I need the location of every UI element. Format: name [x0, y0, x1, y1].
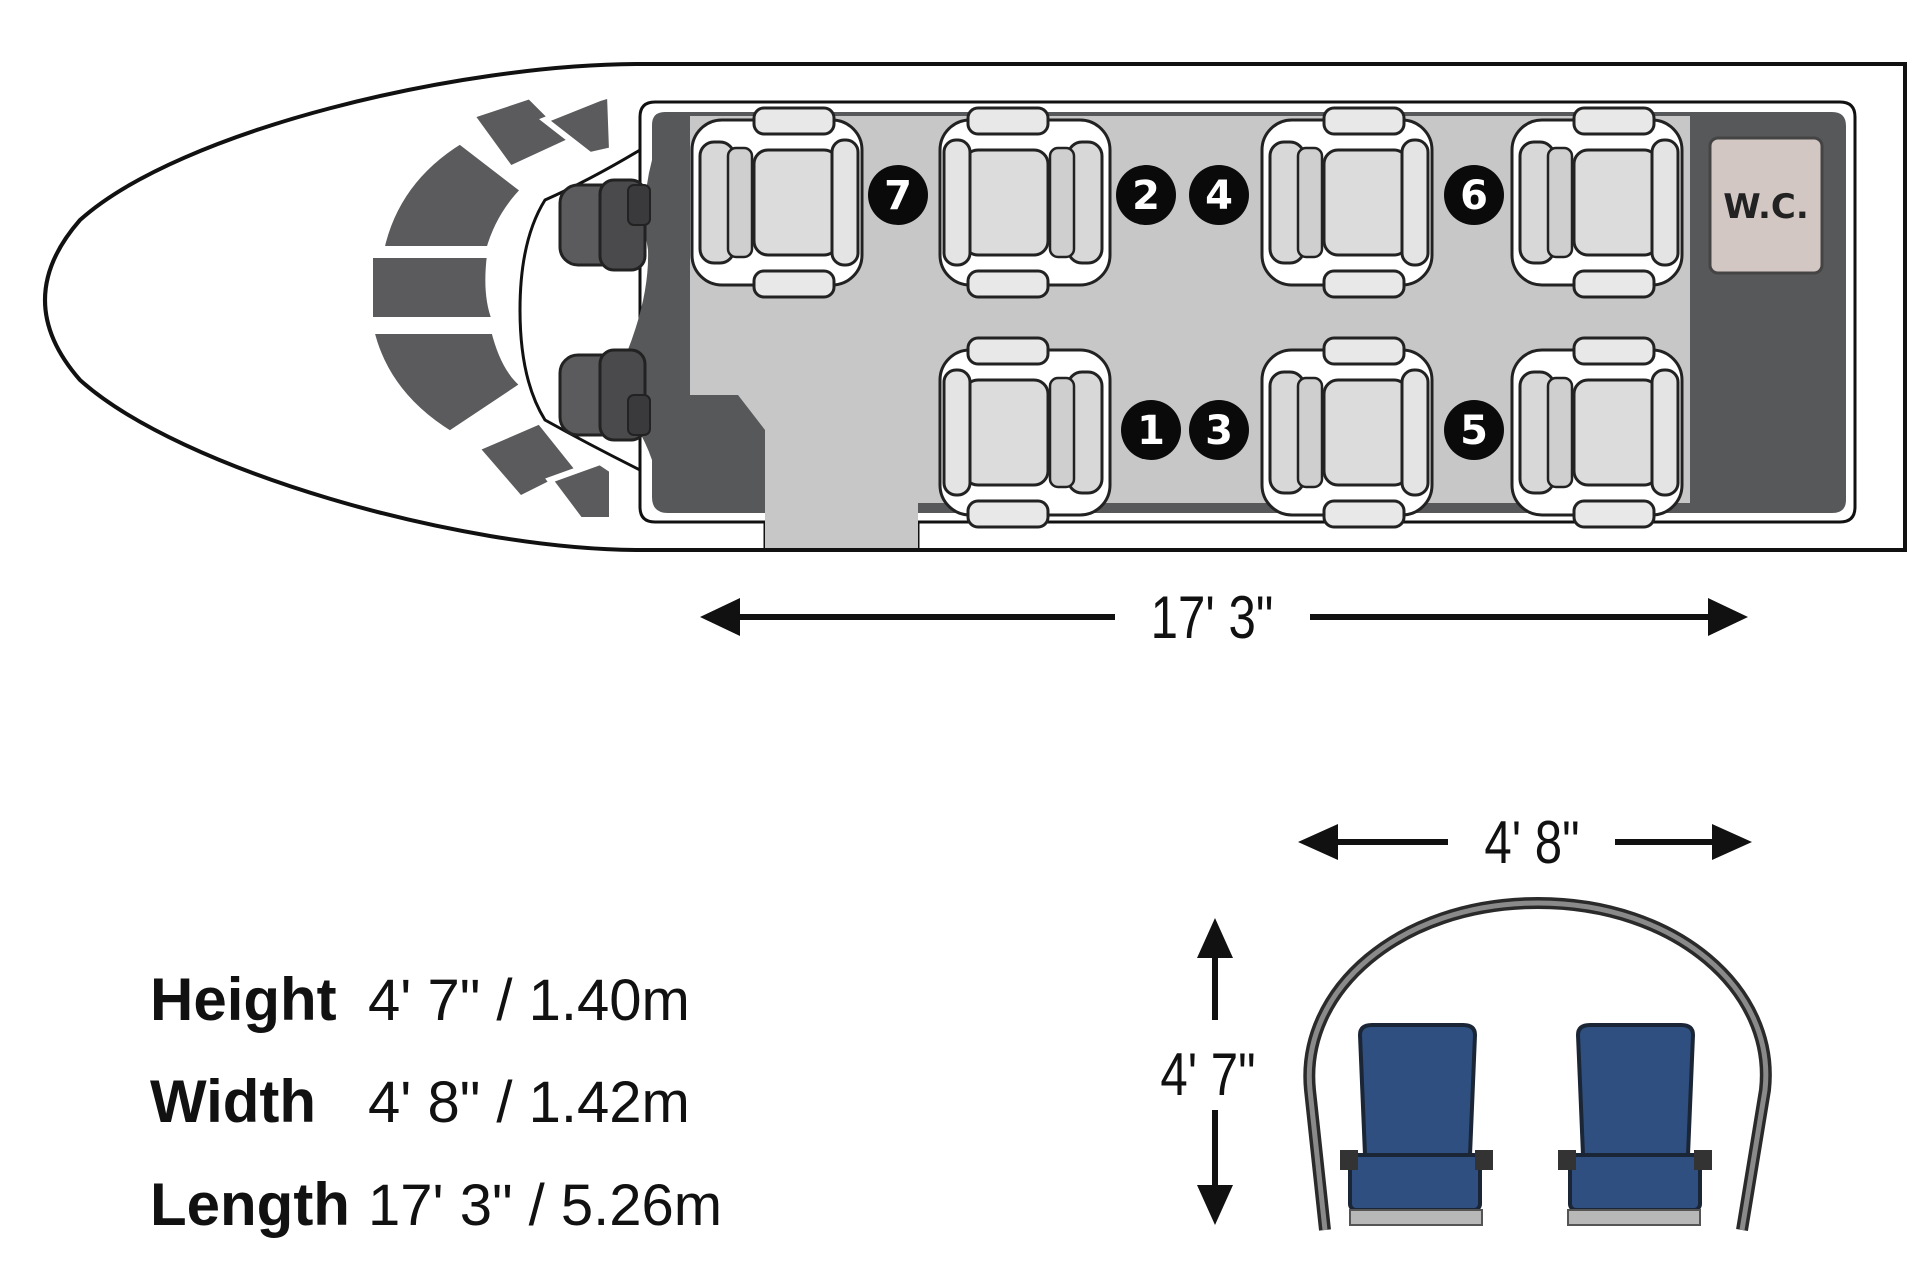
- length-arrow-head-right: [1708, 598, 1748, 636]
- cockpit-panel-lower: [364, 326, 532, 440]
- badge-circle: [1444, 165, 1504, 225]
- height-dimension: 4' 7": [1160, 918, 1256, 1225]
- pilot-seat-top: [558, 178, 651, 272]
- passenger-seat: [690, 106, 864, 299]
- badge-circle: [1444, 400, 1504, 460]
- seat-number: 6: [1460, 173, 1488, 219]
- height-arrow-head-top: [1197, 918, 1233, 958]
- cockpit-window-2: [539, 91, 616, 159]
- passenger-seat: [938, 336, 1112, 529]
- passenger-seat: [1510, 106, 1684, 299]
- seat-number: 4: [1205, 173, 1233, 219]
- cockpit-panel-top: [375, 135, 532, 254]
- seat-number-badge: 1: [1121, 400, 1181, 460]
- lavatory: W.C.: [1708, 136, 1824, 275]
- spec-height-value: 4' 7" / 1.40m: [368, 968, 690, 1033]
- section-seat-right: [1558, 1023, 1712, 1226]
- spec-length-label: Length: [150, 1171, 350, 1238]
- seat-number-badge: 3: [1189, 400, 1249, 460]
- seat-number: 2: [1132, 173, 1160, 219]
- cockpit-area: [364, 90, 651, 523]
- height-arrow-head-bottom: [1197, 1185, 1233, 1225]
- spec-width-value: 4' 8" / 1.42m: [368, 1070, 690, 1135]
- spec-height-label: Height: [150, 966, 337, 1033]
- width-arrow-head-left: [1298, 824, 1338, 860]
- seat-number-badge: 4: [1189, 165, 1249, 225]
- pilot-seat-bottom: [558, 348, 651, 442]
- cockpit-window-4: [545, 458, 615, 523]
- width-arrow-head-right: [1712, 824, 1752, 860]
- section-seat-left: [1340, 1023, 1493, 1226]
- passenger-seat: [1510, 336, 1684, 529]
- seat-number: 1: [1137, 408, 1165, 454]
- badge-circle: [1189, 400, 1249, 460]
- badge-circle: [1121, 400, 1181, 460]
- specs-table: Height 4' 7" / 1.40m Width 4' 8" / 1.42m…: [150, 966, 722, 1238]
- width-dimension: 4' 8": [1298, 808, 1752, 876]
- passenger-seat: [1260, 336, 1434, 529]
- cross-section: 4' 8" 4' 7": [1160, 808, 1772, 1231]
- spec-width-label: Width: [150, 1068, 316, 1135]
- seat-number: 7: [884, 173, 912, 219]
- length-label: 17' 3": [1151, 583, 1274, 651]
- wc-label: W.C.: [1723, 187, 1809, 227]
- seat-number-badge: 6: [1444, 165, 1504, 225]
- passenger-seat: [1260, 106, 1434, 299]
- passenger-seat: [938, 106, 1112, 299]
- seat-number-badge: 2: [1116, 165, 1176, 225]
- height-label: 4' 7": [1160, 1040, 1255, 1108]
- length-arrow-head-left: [700, 598, 740, 636]
- length-dimension: 17' 3": [700, 583, 1748, 651]
- badge-circle: [1116, 165, 1176, 225]
- cabin-arch-inner: [1306, 900, 1769, 1231]
- badge-circle: [868, 165, 928, 225]
- seat-number-badge: 7: [868, 165, 928, 225]
- seat-number: 5: [1460, 408, 1488, 454]
- seat-number-badge: 5: [1444, 400, 1504, 460]
- width-label: 4' 8": [1484, 808, 1579, 876]
- badge-circle: [1189, 165, 1249, 225]
- spec-length-value: 17' 3" / 5.26m: [368, 1173, 722, 1238]
- seat-number: 3: [1205, 408, 1233, 454]
- cockpit-panel-upper: [367, 252, 500, 323]
